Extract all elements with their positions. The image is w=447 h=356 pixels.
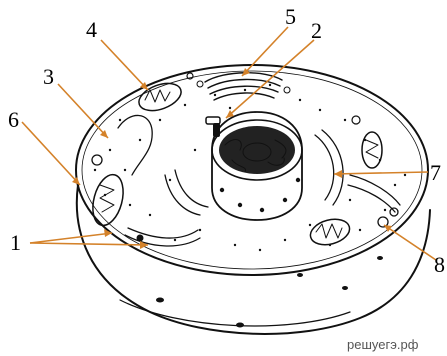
nucleus bbox=[212, 112, 302, 220]
label-3: 3 bbox=[43, 64, 54, 89]
label-1: 1 bbox=[10, 230, 21, 255]
cell-lower-body bbox=[77, 185, 430, 334]
label-5: 5 bbox=[285, 4, 296, 29]
centriole bbox=[206, 117, 220, 137]
golgi-apparatus bbox=[197, 73, 290, 100]
label-7: 7 bbox=[430, 160, 441, 185]
label-8: 8 bbox=[434, 252, 445, 277]
label-2: 2 bbox=[311, 18, 322, 43]
label-6: 6 bbox=[8, 107, 19, 132]
watermark: решуегэ.рф bbox=[347, 337, 419, 352]
label-4: 4 bbox=[86, 17, 97, 42]
